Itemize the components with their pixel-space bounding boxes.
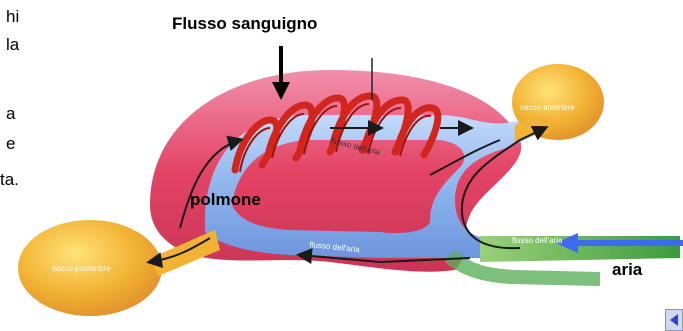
back-triangle-icon [666,310,682,330]
label-blood-flow: Flusso sanguigno [172,14,317,34]
label-air: aria [612,260,642,280]
label-airflow-right: flusso dell'aria [512,236,562,245]
label-posterior-sac: sacco posteriore [52,264,111,273]
nav-prev-button[interactable] [665,309,683,331]
blood-flow-pointer-shaft [279,46,283,84]
label-lung: polmone [190,190,261,210]
label-anterior-sac: sacco anteriore [520,103,575,112]
